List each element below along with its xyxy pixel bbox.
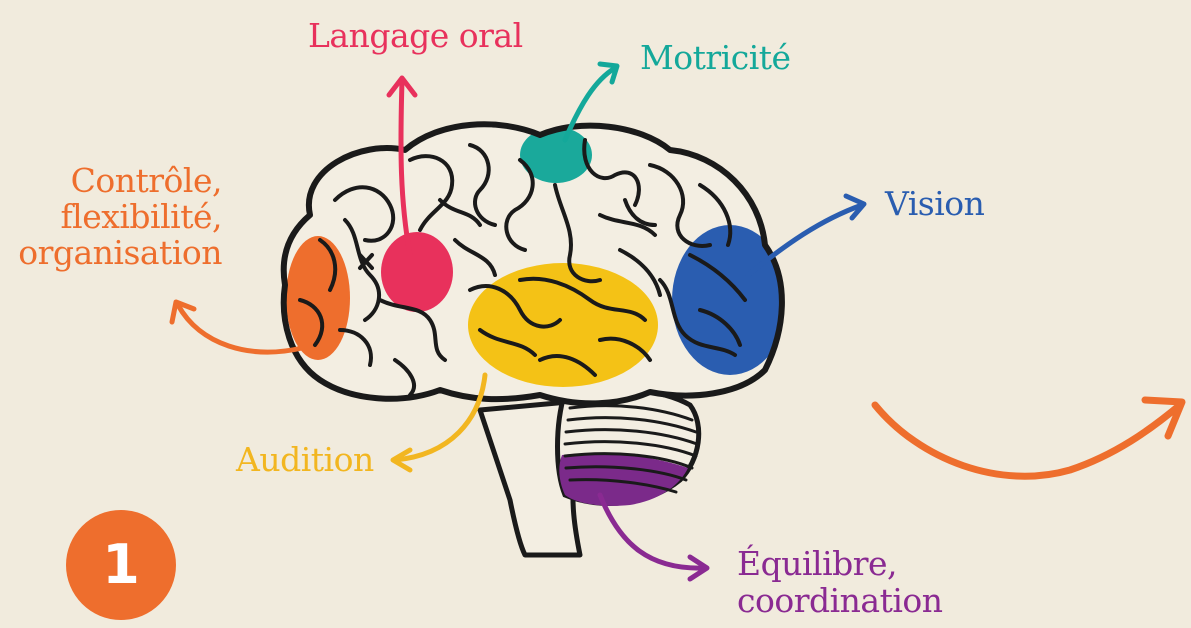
label-audition: Audition (236, 442, 374, 478)
label-controle: Contrôle, flexibilité, organisation (0, 163, 222, 271)
step-number-badge: 1 (66, 510, 176, 620)
region-langage-oral (381, 232, 453, 312)
label-vision: Vision (885, 186, 984, 222)
label-langage-oral: Langage oral (308, 18, 523, 54)
cerebellum (558, 388, 699, 505)
label-equilibre: Équilibre, coordination (737, 545, 943, 619)
label-controle-line-1: Contrôle, (0, 163, 222, 199)
arrow-equilibre (600, 495, 707, 579)
label-motricite: Motricité (640, 40, 791, 76)
label-controle-line-3: organisation (0, 235, 222, 271)
label-controle-line-2: flexibilité, (0, 199, 222, 235)
region-audition (468, 263, 658, 387)
label-equilibre-line-1: Équilibre, (737, 545, 943, 582)
arrow-next (875, 400, 1182, 476)
label-equilibre-line-2: coordination (737, 582, 943, 619)
